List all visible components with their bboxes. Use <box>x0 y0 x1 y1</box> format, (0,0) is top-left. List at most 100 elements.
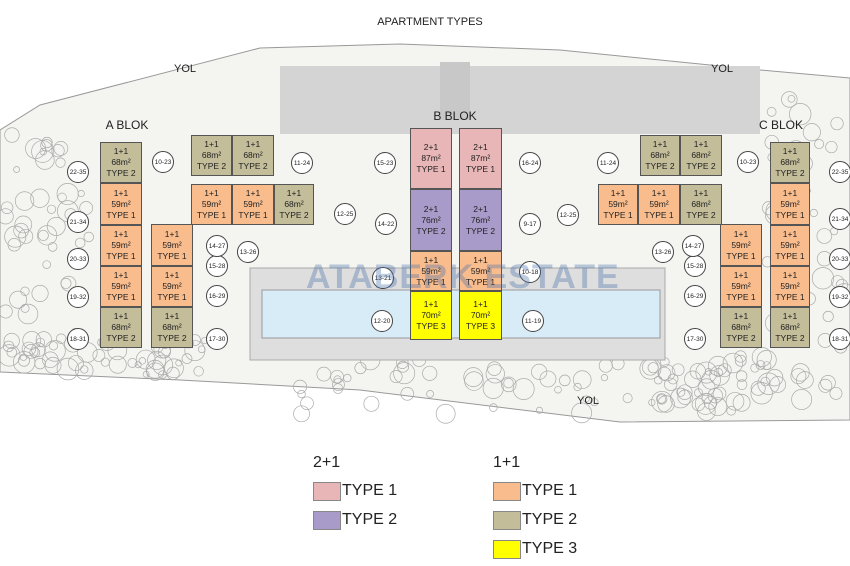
unit-number-marker: 19-32 <box>829 286 850 308</box>
tree-icon <box>573 382 582 392</box>
unit-area: 68m² <box>111 157 131 167</box>
tree-icon <box>393 362 416 385</box>
unit-number-marker: 10-23 <box>152 151 174 173</box>
unit-number-marker: 14-27 <box>206 235 228 257</box>
driveway <box>440 62 470 120</box>
unit-area: 59m² <box>421 265 441 276</box>
legend-swatch <box>313 511 341 530</box>
tree-icon <box>46 204 57 214</box>
unit-rooms: 1+1 <box>473 299 488 309</box>
tree-icon <box>4 127 20 143</box>
unit-number-marker: 10-23 <box>737 151 759 173</box>
unit-number-marker: 10-18 <box>519 261 541 283</box>
unit-area: 59m² <box>111 240 131 250</box>
tree-icon <box>590 398 599 407</box>
tree-icon <box>332 378 345 391</box>
tree-icon <box>354 362 367 375</box>
tree-icon <box>554 385 562 394</box>
tree-icon <box>816 228 833 244</box>
unit-type: TYPE 3 <box>416 321 446 331</box>
legend-label: TYPE 3 <box>522 540 578 557</box>
unit-rooms: 1+1 <box>245 188 261 198</box>
tree-icon <box>822 310 834 323</box>
unit-rooms: 1+1 <box>423 254 439 265</box>
road-label: YOL <box>576 395 600 407</box>
tree-icon <box>14 215 33 234</box>
tree-icon <box>3 332 20 349</box>
unit-number-marker: 18-31 <box>67 328 89 350</box>
tree-icon <box>147 350 167 370</box>
unit-type: TYPE 1 <box>603 210 633 220</box>
tree-icon <box>677 389 693 405</box>
unit-rooms: 1+1 <box>782 146 798 156</box>
tree-icon <box>500 376 517 393</box>
legend-swatch <box>313 482 341 501</box>
tree-icon <box>482 377 504 399</box>
page-title: APARTMENT TYPES <box>377 16 483 28</box>
unit-rooms: 1+1 <box>423 299 439 309</box>
tree-icon <box>42 260 51 269</box>
tree-icon <box>725 392 745 411</box>
unit-area: 68m² <box>731 322 751 332</box>
unit-number-marker: 21-34 <box>67 211 89 233</box>
unit-rooms: 1+1 <box>113 187 129 198</box>
tree-icon <box>735 370 748 382</box>
tree-icon <box>485 364 505 384</box>
unit-area: 68m² <box>691 199 711 209</box>
tree-icon <box>707 355 729 377</box>
unit-number-marker: 16-29 <box>684 285 706 307</box>
tree-icon <box>559 374 571 387</box>
tree-icon <box>787 94 796 103</box>
tree-icon <box>29 347 41 358</box>
unit-area: 68m² <box>691 150 711 160</box>
unit-rooms: 1+1 <box>693 139 709 149</box>
unit-area: 70m² <box>421 310 441 320</box>
tree-icon <box>343 373 352 383</box>
tree-icon <box>53 141 69 156</box>
tree-icon <box>146 362 165 381</box>
tree-icon <box>829 386 843 400</box>
tree-icon <box>30 188 50 208</box>
unit-area: 59m² <box>201 199 222 209</box>
unit-number-marker: 9-17 <box>519 213 541 235</box>
tree-icon <box>789 103 812 126</box>
unit-area: 59m² <box>243 199 263 209</box>
tree-icon <box>35 331 52 348</box>
unit-rooms: 2+1 <box>423 142 439 152</box>
unit-type: TYPE 1 <box>775 251 805 261</box>
unit-area: 59m² <box>780 281 800 291</box>
road-label: YOL <box>710 63 734 75</box>
tree-icon <box>464 371 484 391</box>
unit-number-marker: 20-33 <box>67 248 89 270</box>
legend-swatch <box>493 511 521 530</box>
unit-number-marker: 17-30 <box>684 328 706 350</box>
tree-icon <box>0 344 21 367</box>
tree-icon <box>722 352 744 374</box>
tree-icon <box>181 353 193 364</box>
unit-number-marker: 19-32 <box>67 286 89 308</box>
unit-type: TYPE 1 <box>465 164 496 174</box>
unit-number-marker: 12-25 <box>557 204 579 226</box>
tree-icon <box>400 387 415 401</box>
tree-icon <box>14 191 35 211</box>
unit-area: 59m² <box>731 239 751 250</box>
tree-icon <box>37 229 49 241</box>
tree-icon <box>726 405 737 416</box>
tree-icon <box>92 349 106 362</box>
unit-rooms: 1+1 <box>113 229 129 239</box>
tree-icon <box>31 342 46 357</box>
tree-icon <box>142 370 150 378</box>
tree-icon <box>802 123 821 142</box>
tree-icon <box>7 238 21 252</box>
unit-rooms: 2+1 <box>473 203 488 214</box>
tree-icon <box>422 365 438 381</box>
tree-icon <box>17 354 30 367</box>
tree-icon <box>712 386 727 401</box>
tree-icon <box>75 361 94 380</box>
